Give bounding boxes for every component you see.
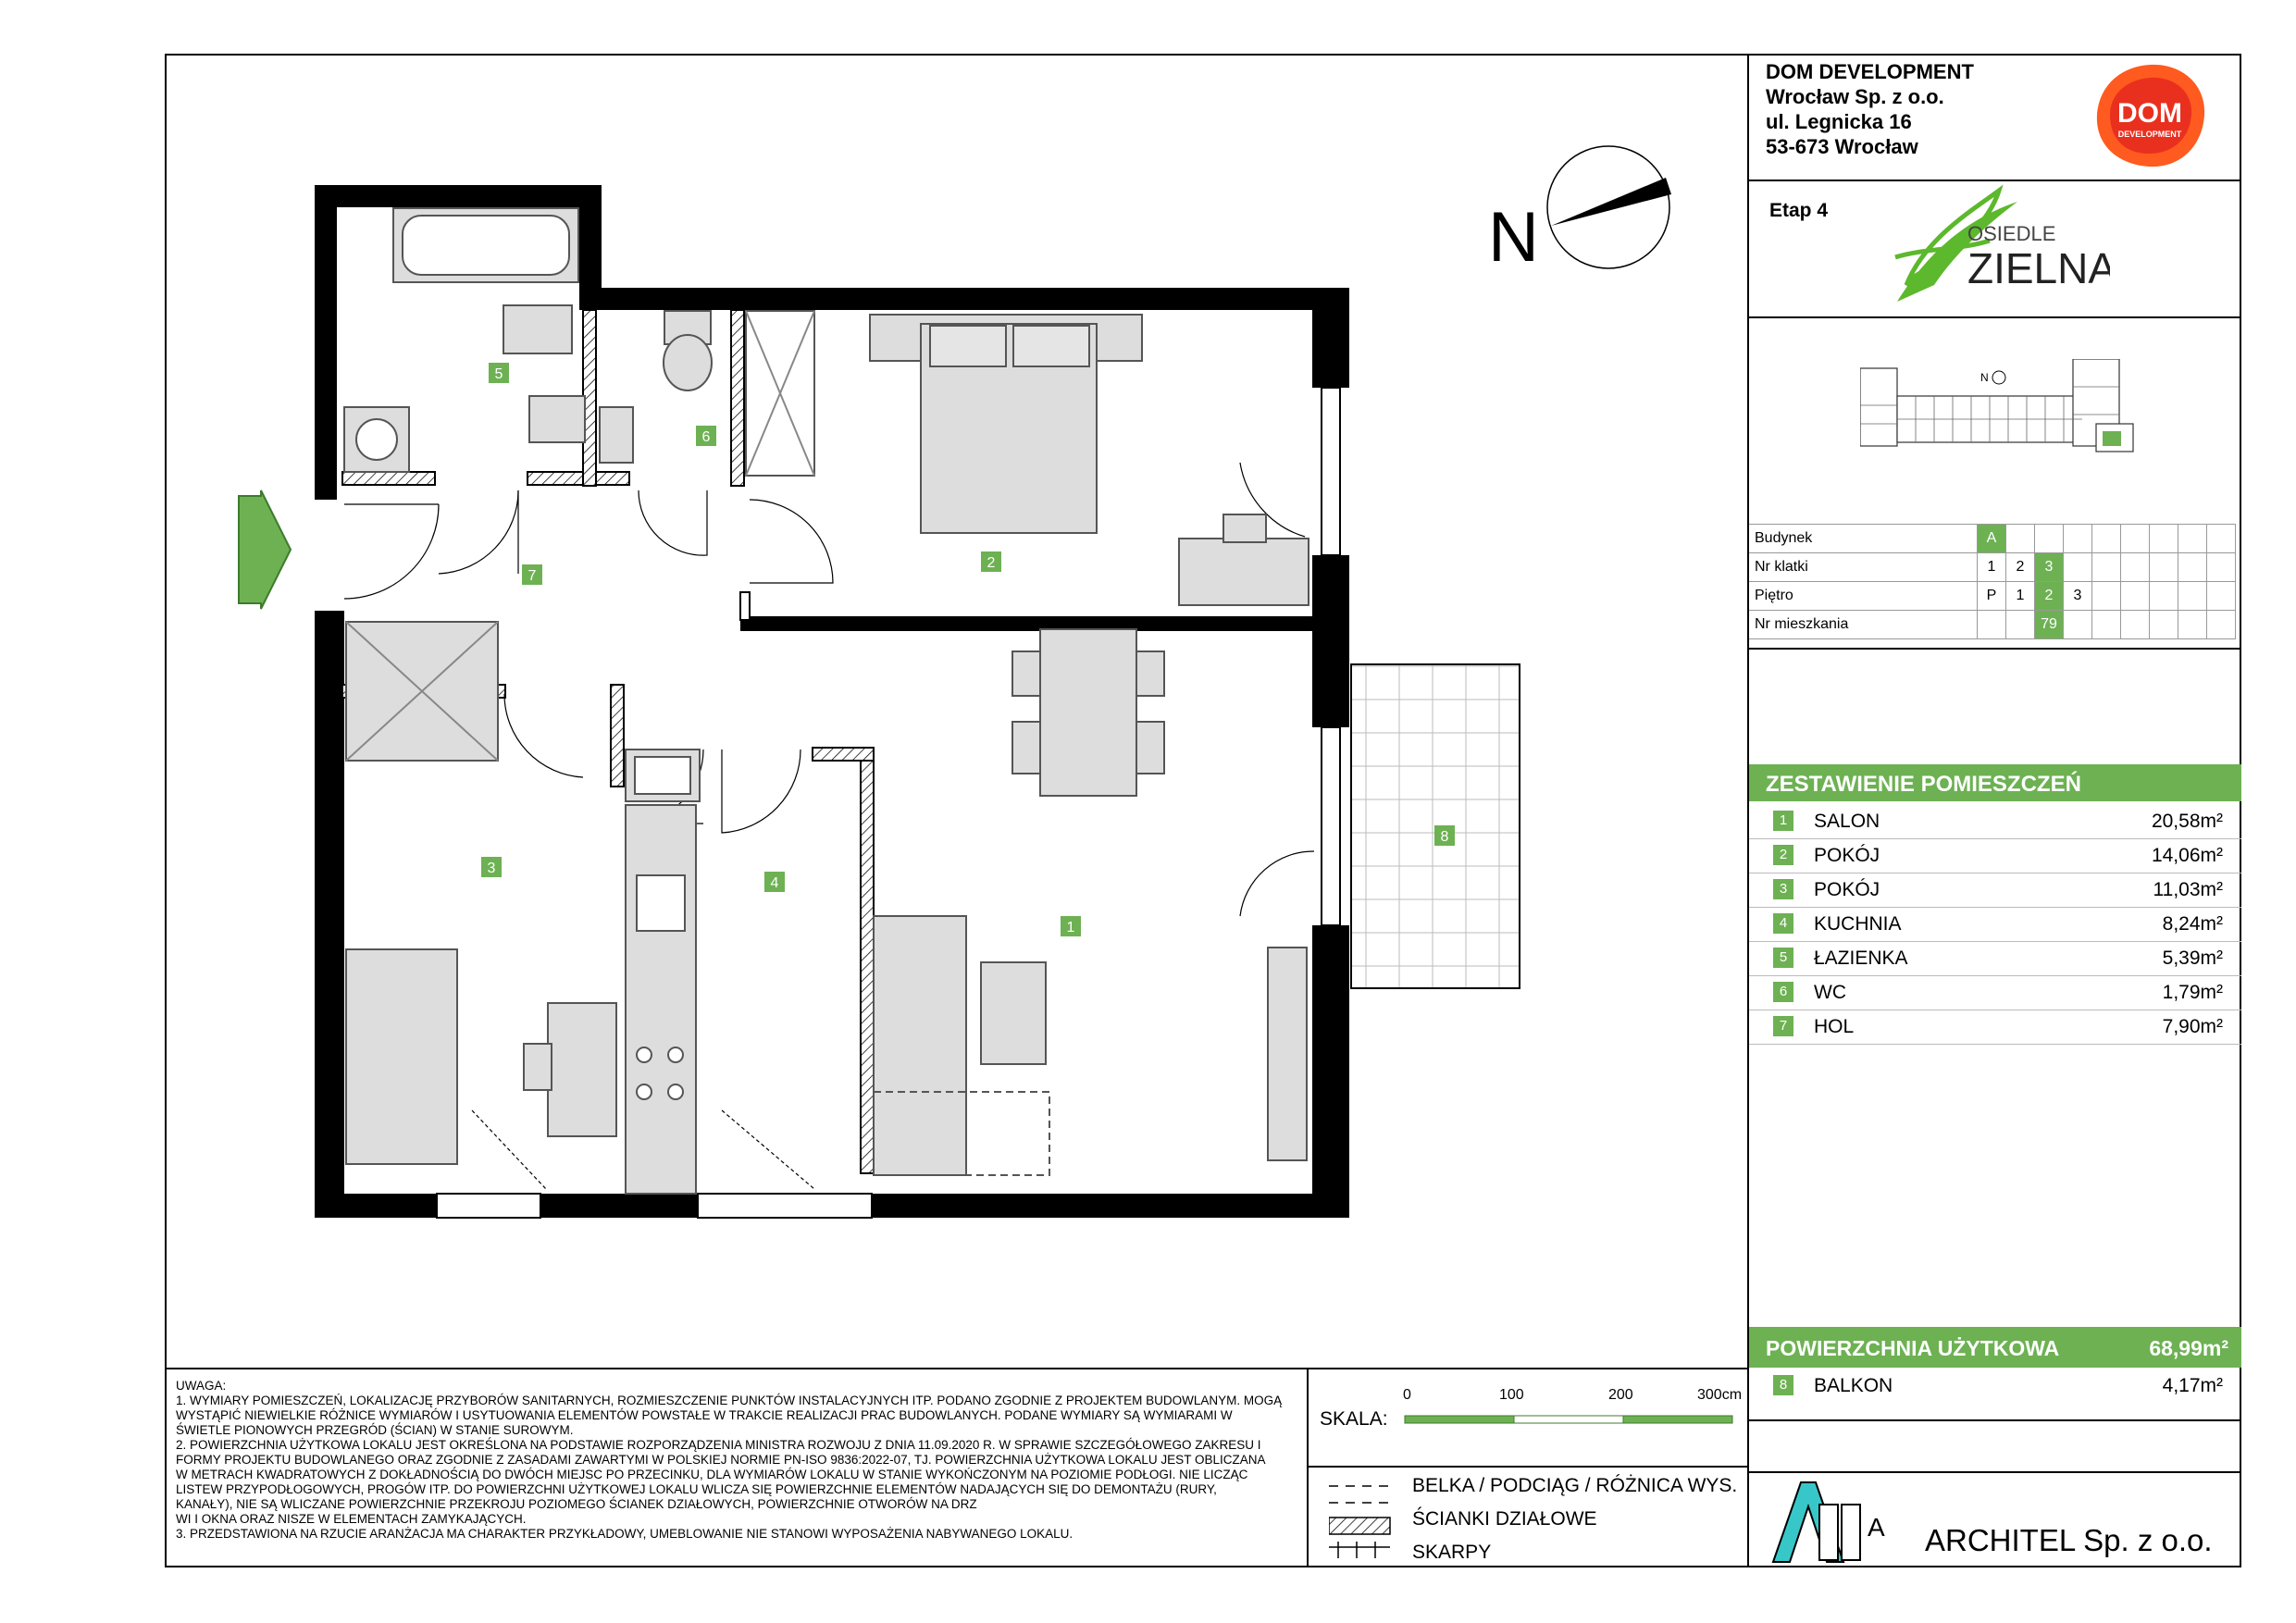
scale-bar: SKALA: 0 100 200 300cm xyxy=(1320,1387,1742,1430)
room-label-3: 3 xyxy=(481,857,502,877)
svg-text:DOM: DOM xyxy=(2117,98,2182,129)
svg-text:N: N xyxy=(1488,198,1539,277)
svg-text:N: N xyxy=(1980,371,1989,384)
room-label-6: 6 xyxy=(696,426,716,446)
exterior-walls xyxy=(315,185,1349,1218)
svg-text:4: 4 xyxy=(771,875,779,891)
dom-development-logo: DOM DEVELOPMENT xyxy=(2096,64,2205,167)
svg-text:0: 0 xyxy=(1403,1387,1411,1403)
kitchen-counter xyxy=(625,749,701,1195)
floor-plan: 1 2 3 4 5 6 7 8 N xyxy=(238,145,1671,1219)
company-city: 53-673 Wrocław xyxy=(1766,135,1918,158)
svg-text:8: 8 xyxy=(1441,829,1449,845)
legend: BELKA / PODCIĄG / RÓŻNICA WYS. ŚCIANKI D… xyxy=(1309,1466,1747,1569)
svg-text:5: 5 xyxy=(495,366,503,382)
total-area-bar: POWIERZCHNIA UŻYTKOWA 68,99m² xyxy=(1749,1327,2241,1368)
svg-text:1: 1 xyxy=(1067,920,1075,935)
osiedle-zielna-logo: OSIEDLE ZIELNA xyxy=(1894,184,2110,302)
svg-text:DEVELOPMENT: DEVELOPMENT xyxy=(2118,130,2182,139)
notes: UWAGA: 1. WYMIARY POMIESZCZEŃ, LOKALIZAC… xyxy=(176,1379,1283,1541)
door-swings xyxy=(343,462,1315,1190)
svg-text:A: A xyxy=(1868,1513,1885,1542)
company-address: DOM DEVELOPMENT Wrocław Sp. z o.o. ul. L… xyxy=(1766,59,1974,159)
north-arrow: N xyxy=(1488,145,1671,277)
svg-text:SKALA:: SKALA: xyxy=(1320,1408,1388,1430)
bed-room-2 xyxy=(869,314,1309,606)
architect-name: ARCHITEL Sp. z o.o. xyxy=(1925,1523,2213,1557)
svg-text:6: 6 xyxy=(702,429,711,445)
svg-text:2: 2 xyxy=(987,555,996,571)
company-line-2: Wrocław Sp. z o.o. xyxy=(1766,85,1944,108)
drawing-frame xyxy=(165,54,2241,1567)
fixtures xyxy=(343,207,815,477)
room-numbers: 1 2 3 4 5 6 7 8 xyxy=(481,363,1455,936)
total-area-label: POWIERZCHNIA UŻYTKOWA xyxy=(1766,1336,2060,1360)
architect-block: A ARCHITEL Sp. z o.o. xyxy=(1747,1475,2241,1567)
room-label-8: 8 xyxy=(1434,825,1455,846)
title-block: DOM DEVELOPMENT Wrocław Sp. z o.o. ul. L… xyxy=(1747,54,2241,1567)
svg-text:200: 200 xyxy=(1608,1387,1633,1403)
total-area-value: 68,99m² xyxy=(2149,1336,2228,1360)
living-furniture xyxy=(873,628,1308,1176)
legend-partition: ŚCIANKI DZIAŁOWE xyxy=(1412,1508,1597,1530)
legend-reveal: SKARPY xyxy=(1412,1542,1492,1563)
company-name: DOM DEVELOPMENT xyxy=(1766,60,1974,83)
svg-text:ZIELNA: ZIELNA xyxy=(1967,244,2110,292)
stage-label: Etap 4 xyxy=(1769,200,1829,221)
svg-text:300cm: 300cm xyxy=(1697,1387,1742,1403)
legend-beam: BELKA / PODCIĄG / RÓŻNICA WYS. xyxy=(1412,1475,1738,1496)
company-street: ul. Legnicka 16 xyxy=(1766,110,1912,133)
svg-text:100: 100 xyxy=(1499,1387,1524,1403)
architel-logo: A xyxy=(1771,1481,1885,1563)
windows xyxy=(436,387,1341,1219)
summary-header: ZESTAWIENIE POMIESZCZEŃ xyxy=(1749,764,2241,801)
svg-text:3: 3 xyxy=(488,861,496,876)
wardrobe-room-3 xyxy=(345,621,617,1165)
row-building: Budynek A xyxy=(1749,524,2236,553)
entrance-arrow xyxy=(238,489,292,610)
room-label-7: 7 xyxy=(522,564,542,585)
svg-text:7: 7 xyxy=(528,568,537,584)
row-apartment: Nr mieszkania 79 xyxy=(1749,610,2236,639)
room-label-5: 5 xyxy=(489,363,509,383)
room-label-4: 4 xyxy=(764,872,785,892)
room-label-1: 1 xyxy=(1061,916,1081,936)
room-label-2: 2 xyxy=(981,551,1001,572)
svg-text:OSIEDLE: OSIEDLE xyxy=(1967,222,2055,245)
site-plan-thumbnail: N xyxy=(1860,359,2134,452)
